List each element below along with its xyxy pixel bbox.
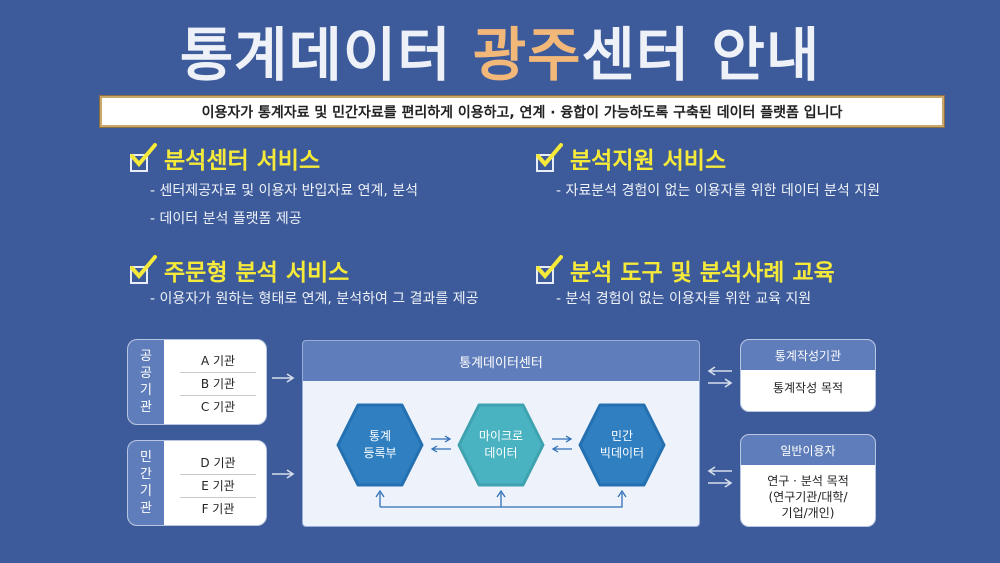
service-analysis-center: 분석센터 서비스 - 센터제공자료 및 이용자 반입자료 연계, 분석 - 데이…	[128, 143, 419, 228]
checkbox-check-icon	[128, 143, 158, 172]
checkbox-check-icon	[128, 255, 158, 284]
general-user-box: 일반이용자 연구 · 분석 목적 (연구기관/대학/ 기업/개인)	[740, 434, 876, 527]
title-highlight: 광주	[472, 21, 582, 89]
service-title: 분석 도구 및 분석사례 교육	[570, 260, 835, 286]
service-analysis-support: 분석지원 서비스 - 자료분석 경험이 없는 이용자를 위한 데이터 분석 지원	[534, 143, 881, 200]
arrow-right-icon	[272, 469, 295, 479]
arrow-right-icon	[272, 373, 295, 383]
institution-item: D 기관	[180, 454, 256, 475]
connector-lines	[375, 489, 627, 508]
title-text-1: 통계데이터	[179, 21, 473, 89]
subtitle-bar: 이용자가 통계자료 및 민간자료를 편리하게 이용하고, 연계 · 융합이 가능…	[100, 96, 944, 127]
general-user-detail: 기업/개인)	[781, 506, 835, 520]
service-line: - 이용자가 원하는 형태로 연계, 분석하여 그 결과를 제공	[150, 291, 479, 307]
service-line: - 데이터 분석 플랫폼 제공	[150, 211, 302, 227]
institution-item: A 기관	[180, 352, 256, 373]
statistics-agency-box: 통계작성기관 통계작성 목적	[740, 339, 876, 412]
institution-item: E 기관	[180, 477, 256, 498]
service-title: 분석지원 서비스	[570, 148, 727, 174]
data-center-title: 통계데이터센터	[303, 341, 699, 381]
statistics-agency-title: 통계작성기관	[741, 340, 875, 370]
general-user-purpose: 연구 · 분석 목적	[767, 474, 849, 488]
service-line: - 자료분석 경험이 없는 이용자를 위한 데이터 분석 지원	[556, 183, 881, 199]
bidirectional-arrow-icon	[430, 435, 452, 453]
service-line: - 분석 경험이 없는 이용자를 위한 교육 지원	[556, 291, 812, 307]
service-title: 분석센터 서비스	[164, 148, 321, 174]
general-user-detail: (연구기관/대학/	[768, 490, 848, 504]
service-education: 분석 도구 및 분석사례 교육 - 분석 경험이 없는 이용자를 위한 교육 지…	[534, 255, 835, 308]
service-line: - 센터제공자료 및 이용자 반입자료 연계, 분석	[150, 183, 419, 199]
checkbox-check-icon	[534, 143, 564, 172]
title-text-2: 센터 안내	[581, 21, 821, 89]
checkbox-check-icon	[534, 255, 564, 284]
subtitle-text: 이용자가 통계자료 및 민간자료를 편리하게 이용하고, 연계 · 융합이 가능…	[201, 104, 843, 121]
page-title: 통계데이터 광주센터 안내	[0, 8, 1000, 92]
bidirectional-arrow-icon	[707, 366, 733, 388]
bidirectional-arrow-icon	[707, 466, 733, 488]
bidirectional-arrow-icon	[551, 435, 573, 453]
institution-item: F 기관	[201, 502, 235, 516]
statistics-agency-purpose: 통계작성 목적	[772, 381, 844, 395]
institution-item: B 기관	[180, 375, 256, 396]
institution-item: C 기관	[200, 400, 236, 414]
service-title: 주문형 분석 서비스	[164, 260, 350, 286]
service-on-demand: 주문형 분석 서비스 - 이용자가 원하는 형태로 연계, 분석하여 그 결과를…	[128, 255, 479, 308]
general-user-title: 일반이용자	[741, 435, 875, 465]
